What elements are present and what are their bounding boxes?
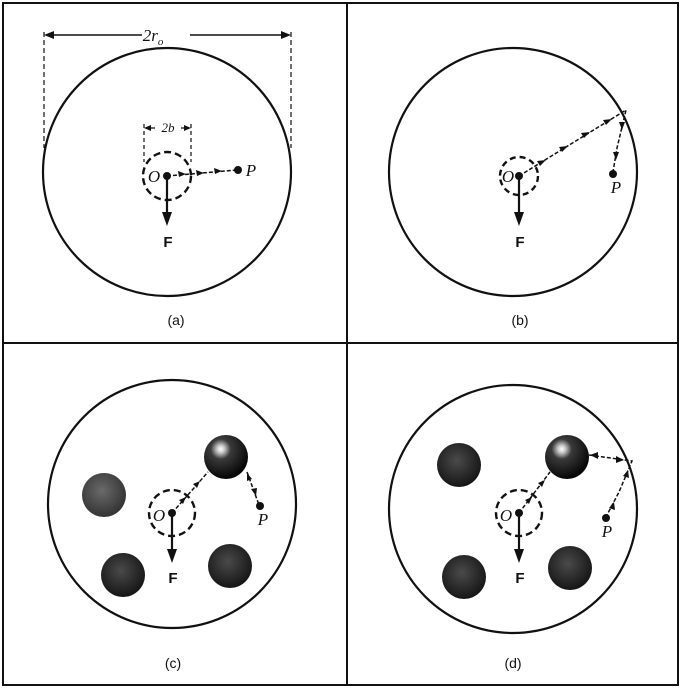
origin-label: O: [153, 506, 165, 525]
obstacle-particle: [437, 443, 481, 487]
boundary-circle: [41, 46, 293, 298]
boundary-circle: [387, 383, 639, 635]
panel-c: O P F (c): [46, 378, 298, 671]
arrowhead-icon: [619, 122, 625, 130]
caption-c: (c): [165, 655, 181, 671]
boundary-circle: [387, 46, 639, 298]
arrowhead-icon: [537, 160, 546, 166]
arrowhead-icon: [184, 125, 191, 131]
arrowhead-icon: [179, 497, 186, 504]
inner-dashed-circle: [498, 155, 540, 197]
obstacle-particle: [208, 544, 252, 588]
point-p: [234, 166, 242, 174]
arrowhead-icon: [581, 132, 590, 138]
point-p: [609, 170, 617, 178]
panel-b: O P F (b): [387, 46, 639, 328]
point-label: P: [610, 178, 621, 197]
point-label: P: [257, 510, 268, 529]
arrowhead-icon: [623, 470, 629, 478]
point-label: P: [601, 522, 612, 541]
obstacle-particle: [548, 546, 592, 590]
boundary-circle: [46, 378, 298, 630]
arrowhead-icon: [609, 502, 615, 510]
caption-b: (b): [511, 312, 528, 328]
origin-label: O: [500, 506, 512, 525]
arrowhead-icon: [613, 152, 619, 160]
force-label: F: [515, 570, 524, 587]
obstacle-particle: [442, 555, 486, 599]
arrowhead-icon: [162, 212, 172, 226]
force-label: F: [515, 234, 524, 251]
arrowhead-icon: [196, 170, 204, 176]
caption-a: (a): [167, 312, 184, 328]
arrowhead-icon: [514, 549, 524, 563]
arrowhead-icon: [590, 452, 598, 459]
arrowhead-icon: [178, 171, 186, 177]
diameter-label: 2ro: [143, 26, 164, 48]
inner-label: 2b: [162, 120, 176, 135]
arrowhead-icon: [193, 481, 200, 488]
random-walk-path: [588, 454, 634, 516]
random-walk-path: [518, 471, 551, 514]
arrowhead-icon: [616, 456, 624, 463]
arrowhead-icon: [167, 549, 177, 563]
origin-label: O: [502, 167, 514, 186]
arrowhead-icon: [514, 212, 524, 226]
panel-d: O P F (d): [387, 383, 639, 671]
arrowhead-icon: [538, 480, 545, 487]
obstacle-particle-shiny: [204, 435, 248, 479]
arrowhead-icon: [247, 473, 252, 481]
point-p: [602, 514, 610, 522]
caption-d: (d): [504, 655, 521, 671]
force-label: F: [168, 570, 177, 587]
arrowhead-icon: [251, 488, 257, 496]
arrowhead-icon: [144, 125, 151, 131]
arrowhead-icon: [281, 31, 291, 39]
arrowhead-icon: [525, 497, 532, 504]
arrowhead-icon: [559, 146, 568, 152]
random-walk-path: [171, 471, 209, 514]
obstacle-particle: [101, 553, 145, 597]
arrowhead-icon: [214, 168, 222, 174]
panel-a: 2ro 2b O P F (a): [41, 26, 293, 328]
point-label: P: [245, 161, 256, 180]
random-walk-path: [518, 108, 628, 177]
origin-label: O: [148, 167, 160, 186]
arrowhead-icon: [603, 119, 612, 125]
obstacle-particle-shiny: [545, 435, 589, 479]
force-label: F: [163, 234, 172, 251]
arrowhead-icon: [44, 31, 54, 39]
obstacle-particle: [82, 473, 126, 517]
point-p: [256, 502, 264, 510]
